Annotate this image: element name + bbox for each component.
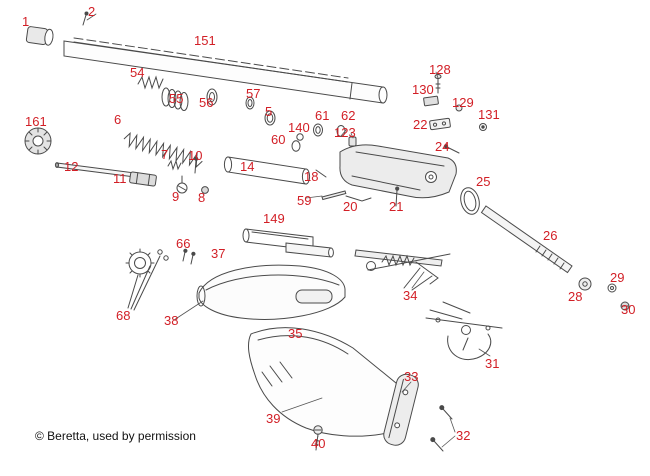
part-label-26: 26 <box>543 228 558 243</box>
part-label-14: 14 <box>240 159 255 174</box>
part-label-34: 34 <box>403 288 418 303</box>
part-label-140: 140 <box>288 120 310 135</box>
washer-set-drawing <box>125 248 169 311</box>
stock-drawing <box>247 327 405 437</box>
part-label-9: 9 <box>172 189 180 204</box>
part-label-8: 8 <box>198 190 206 205</box>
spring-follower-parts-drawing <box>578 277 630 311</box>
part-label-57: 57 <box>246 86 261 101</box>
part-label-33: 33 <box>404 369 419 384</box>
part-label-38: 38 <box>164 313 179 328</box>
part-label-30: 30 <box>621 302 636 317</box>
part-label-149: 149 <box>263 211 285 226</box>
magazine-rod-drawing <box>54 162 157 187</box>
part-label-68: 68 <box>116 308 131 323</box>
link-pin-parts-drawing <box>167 156 209 194</box>
part-label-123: 123 <box>334 125 356 140</box>
part-label-62: 62 <box>341 108 356 123</box>
part-label-7: 7 <box>161 147 169 162</box>
part-label-59: 59 <box>297 193 312 208</box>
part-label-161: 161 <box>25 114 47 129</box>
part-label-21: 21 <box>389 199 404 214</box>
recoil-tube-drawing <box>242 228 334 258</box>
part-label-28: 28 <box>568 289 583 304</box>
part-label-35: 35 <box>288 326 303 341</box>
carrier-assembly-drawing <box>354 249 451 291</box>
part-label-129: 129 <box>452 95 474 110</box>
part-label-25: 25 <box>476 174 491 189</box>
part-label-54: 54 <box>130 65 145 80</box>
part-label-18: 18 <box>304 169 319 184</box>
part-label-128: 128 <box>429 62 451 77</box>
part-label-61: 61 <box>315 108 330 123</box>
part-label-32: 32 <box>456 428 471 443</box>
part-label-12: 12 <box>64 159 79 174</box>
spring-washer-cluster-drawing <box>137 75 357 152</box>
part-label-24: 24 <box>435 139 450 154</box>
part-label-37: 37 <box>211 246 226 261</box>
part-label-10: 10 <box>188 148 203 163</box>
action-spring-tube-drawing <box>480 205 573 274</box>
butt-plate-drawing <box>383 373 419 446</box>
forend-screws-drawing <box>182 248 196 265</box>
magazine-tube-drawing <box>223 156 311 185</box>
barrel-drawing <box>25 11 388 104</box>
sight-small-parts-drawing <box>423 74 487 154</box>
part-label-131: 131 <box>478 107 500 122</box>
part-label-130: 130 <box>412 82 434 97</box>
butt-screws-drawing <box>430 405 453 452</box>
part-label-11: 11 <box>113 171 127 186</box>
magazine-cap-drawing <box>24 127 52 155</box>
stock-bolt-drawing <box>313 425 323 451</box>
forend-drawing <box>196 264 346 320</box>
copyright-notice: © Beretta, used by permission <box>35 429 196 443</box>
part-label-2: 2 <box>88 4 96 19</box>
part-label-1: 1 <box>22 14 30 29</box>
recoil-spring-drawing <box>123 131 203 169</box>
part-label-31: 31 <box>485 356 500 371</box>
oval-ring-drawing <box>460 187 480 215</box>
part-label-40: 40 <box>311 436 326 451</box>
part-label-6: 6 <box>114 112 122 127</box>
part-label-22: 22 <box>413 117 428 132</box>
part-label-66: 66 <box>176 236 191 251</box>
trigger-group-drawing <box>425 301 503 360</box>
part-label-29: 29 <box>610 270 625 285</box>
action-pins-drawing <box>315 169 347 201</box>
part-label-60: 60 <box>271 132 286 147</box>
part-label-56: 56 <box>199 95 214 110</box>
leader-lines <box>86 13 491 448</box>
part-label-5: 5 <box>265 104 273 119</box>
part-label-39: 39 <box>266 411 281 426</box>
bolt-assembly-drawing <box>339 144 457 207</box>
part-label-20: 20 <box>343 199 358 214</box>
part-label-55: 55 <box>169 91 184 106</box>
part-label-151: 151 <box>194 33 216 48</box>
